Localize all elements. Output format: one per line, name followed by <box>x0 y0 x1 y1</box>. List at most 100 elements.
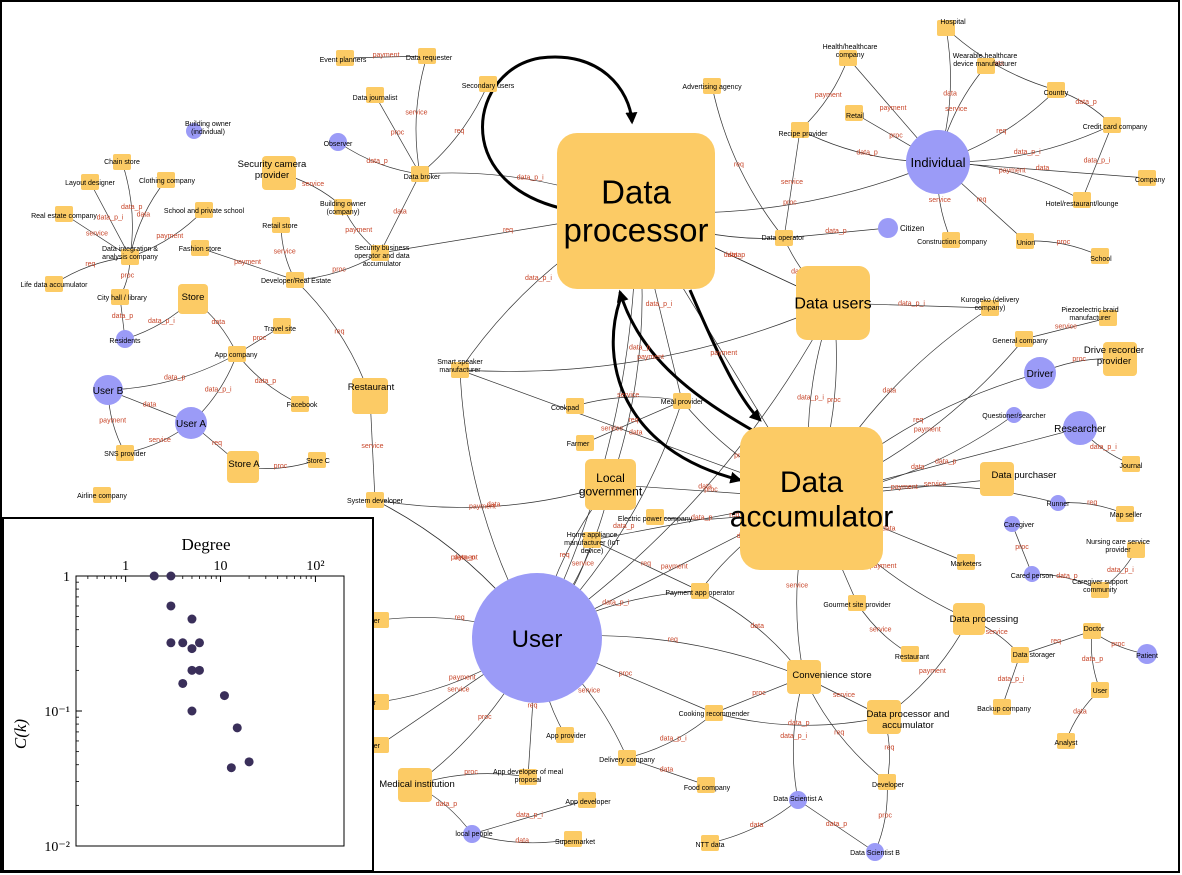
farmer-label: Farmer <box>567 441 590 448</box>
edge-label: req <box>85 261 95 268</box>
residents-node <box>116 330 134 348</box>
store-label: Store <box>182 292 205 303</box>
lg-node <box>585 459 636 510</box>
marketers-node <box>957 554 975 570</box>
sbo-label: Security business <box>355 245 410 252</box>
edge-label: data <box>698 483 712 490</box>
da-label: Data <box>780 466 844 499</box>
data-point <box>178 638 188 648</box>
layout-label: Layout designer <box>65 180 115 187</box>
qs-label: Questioner/searcher <box>982 413 1046 420</box>
supermarket-label: Supermarket <box>555 839 595 846</box>
edge-label: req <box>641 561 651 568</box>
union-node <box>1016 233 1034 249</box>
edge-label: service <box>617 392 639 399</box>
dnuser-label: User <box>1093 688 1108 695</box>
gourmet-node <box>848 595 866 611</box>
edge-label: service <box>86 231 108 238</box>
chain-node <box>113 154 131 170</box>
cityhall-label: City hall / library <box>97 295 147 302</box>
dpur-node <box>980 462 1014 496</box>
hotel-label: Hotel/restaurant/lounge <box>1046 201 1119 208</box>
facebook-node <box>291 396 309 412</box>
dstor-label: Data storager <box>1013 652 1056 659</box>
edge-label: proc <box>827 397 841 404</box>
storec-label: Store C <box>306 458 330 465</box>
x-tick-label: 10 <box>214 559 228 574</box>
edge-label: data_p <box>629 344 651 351</box>
dproc-node <box>953 603 985 635</box>
retail-node <box>845 105 863 121</box>
er-node <box>371 612 389 628</box>
adv-label: Advertising agency <box>682 84 742 91</box>
data-point <box>232 723 242 733</box>
appdev-node <box>578 792 596 808</box>
rest-label: Restaurant <box>348 382 395 393</box>
edge <box>945 27 1057 91</box>
edge-label: payment <box>451 554 478 561</box>
edge-label: req <box>628 417 638 424</box>
edge-label: data_p <box>935 458 957 465</box>
dsa-label: Data Scientist A <box>773 796 823 803</box>
citizen-label: Citizen <box>900 224 924 233</box>
edge-label: proc <box>704 487 718 494</box>
dp-label: Data <box>601 174 671 211</box>
data-point <box>194 665 204 675</box>
edge-label: req <box>1051 638 1061 645</box>
cookrec-node <box>705 705 723 721</box>
payapp-node <box>691 583 709 599</box>
sysdev-node <box>366 492 384 508</box>
csc-label: community <box>1083 587 1117 594</box>
edge-label: data_p <box>164 375 186 382</box>
ntt-node <box>701 835 719 851</box>
retail-label: Retail <box>846 113 864 120</box>
kurogeko-label: company) <box>975 305 1006 312</box>
residents-label: Residents <box>109 338 141 345</box>
doctor-label: Doctor <box>1084 626 1105 633</box>
scp-node <box>262 156 296 190</box>
edge-label: proc <box>464 769 478 776</box>
sns-node <box>116 445 134 461</box>
data-point <box>178 678 188 688</box>
layout-node <box>81 174 99 190</box>
edge-label: payment <box>99 418 126 425</box>
nursing-label: Nursing care service <box>1086 539 1150 546</box>
user-node <box>472 573 602 703</box>
bo-label: Building owner <box>185 121 232 128</box>
bo-node <box>186 123 202 139</box>
health-label: company <box>836 52 865 59</box>
analyst-node <box>1057 733 1075 749</box>
y-tick-label: 10⁻¹ <box>44 705 70 720</box>
cared-label: Cared person <box>1011 573 1054 580</box>
data-point <box>187 706 197 716</box>
da-node <box>740 427 883 570</box>
doctor-node <box>1083 623 1101 639</box>
data-point <box>187 644 197 654</box>
health-node <box>839 50 857 66</box>
appprov-node <box>556 727 574 743</box>
company-node <box>1138 170 1156 186</box>
epc-label: Electric power company <box>618 516 693 523</box>
edge-label: data <box>393 209 407 216</box>
edge-label: req <box>734 161 744 168</box>
patient-label: Patient <box>1136 653 1158 660</box>
piezo-node <box>1099 310 1117 326</box>
secu-label: Secondary users <box>462 83 515 90</box>
union-label: Union <box>1017 240 1035 247</box>
home-node <box>583 532 601 548</box>
cityhall-node <box>111 289 129 305</box>
data-point <box>149 571 159 581</box>
med-node <box>398 768 432 802</box>
secu-node <box>479 76 497 92</box>
edge-label: payment <box>870 563 897 570</box>
edge <box>374 483 611 508</box>
dpa-label: Data processor and <box>867 709 950 720</box>
data-point <box>194 638 204 648</box>
edge <box>574 396 683 407</box>
dev-label: Developer/Real Estate <box>261 278 331 285</box>
chart-title: Degree <box>181 535 230 554</box>
dp-node <box>557 133 715 289</box>
edge-label: proc <box>332 267 346 274</box>
edge-label: service <box>786 582 808 589</box>
edge-label: payment <box>156 233 183 240</box>
